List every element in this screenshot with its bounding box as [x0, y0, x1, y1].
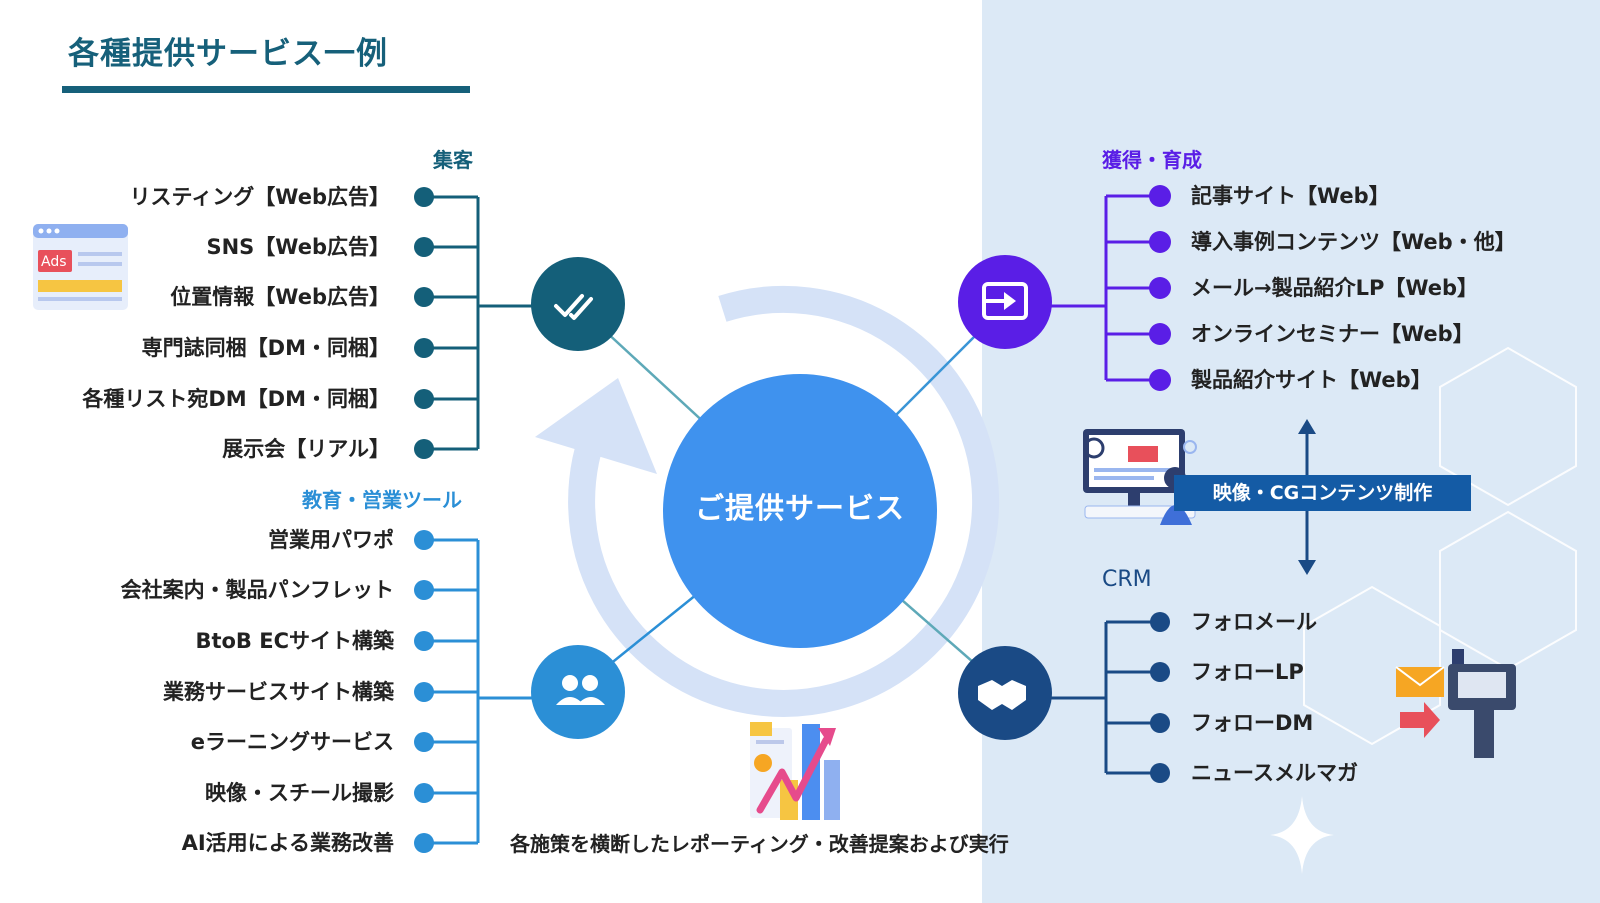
reporting-caption: 各施策を横断したレポーティング・改善提案および実行	[510, 832, 1009, 856]
shukyaku-item: 専門誌同梱【DM・同梱】	[141, 336, 390, 360]
kyoiku-bullets	[414, 530, 434, 853]
kakutoku-item: メール→製品紹介LP【Web】	[1191, 276, 1479, 300]
cycle-ring	[568, 285, 1000, 717]
kyoiku-item: 業務サービスサイト構築	[163, 680, 394, 704]
section-label-shukyaku: 集客	[433, 148, 473, 172]
mail-transfer-illustration-icon	[1395, 649, 1516, 758]
crm-item: フォローDM	[1191, 711, 1314, 735]
shukyaku-item: リスティング【Web広告】	[129, 185, 390, 209]
ads-illustration-icon: Ads	[33, 224, 128, 310]
kakutoku-item: 記事サイト【Web】	[1191, 184, 1390, 208]
kyoiku-item: 会社案内・製品パンフレット	[120, 578, 394, 602]
center-label: ご提供サービス	[694, 491, 905, 525]
page-title: 各種提供サービス一例	[68, 36, 388, 72]
computer-illustration-icon	[1083, 429, 1197, 525]
kakutoku-item: オンラインセミナー【Web】	[1191, 322, 1474, 346]
cycle-arrowhead	[535, 378, 657, 474]
kyoiku-item: BtoB ECサイト構築	[195, 629, 394, 653]
crm-bullets	[1150, 612, 1170, 783]
crm-item: フォロメール	[1191, 610, 1317, 634]
shukyaku-bracket	[424, 195, 533, 451]
shukyaku-item: 各種リスト宛DM【DM・同梱】	[82, 387, 390, 411]
kyoiku-item: eラーニングサービス	[190, 730, 394, 754]
crm-item: ニュースメルマガ	[1191, 761, 1358, 785]
video-cg-banner: 映像・CGコンテンツ制作	[1174, 475, 1471, 511]
handshake-icon	[958, 646, 1052, 740]
kyoiku-item: AI活用による業務改善	[181, 831, 394, 855]
kyoiku-bracket	[424, 538, 533, 845]
crm-bracket	[1051, 620, 1160, 775]
crm-item: フォローLP	[1191, 660, 1304, 684]
section-label-kyoiku: 教育・営業ツール	[302, 488, 462, 512]
sparkle-icon	[1270, 796, 1334, 874]
kyoiku-item: 営業用パワポ	[268, 528, 394, 552]
people-icon	[531, 645, 625, 739]
kakutoku-item: 製品紹介サイト【Web】	[1191, 368, 1432, 392]
ads-badge-label: Ads	[41, 254, 67, 270]
shukyaku-item: 展示会【リアル】	[222, 437, 390, 461]
kyoiku-item: 映像・スチール撮影	[205, 781, 394, 805]
shukyaku-bullets	[414, 187, 434, 459]
section-label-crm: CRM	[1102, 567, 1152, 592]
double-check-icon	[531, 257, 625, 351]
shukyaku-item: SNS【Web広告】	[206, 235, 390, 259]
kakutoku-bracket	[1051, 194, 1160, 382]
title-underline	[62, 86, 470, 93]
center-circle	[663, 374, 937, 648]
shukyaku-item: 位置情報【Web広告】	[170, 285, 390, 309]
section-label-kakutoku: 獲得・育成	[1102, 148, 1202, 172]
login-arrow-icon	[958, 255, 1052, 349]
kakutoku-bullets	[1149, 185, 1171, 391]
kakutoku-item: 導入事例コンテンツ【Web・他】	[1191, 230, 1516, 254]
reporting-chart-illustration-icon	[750, 722, 840, 820]
